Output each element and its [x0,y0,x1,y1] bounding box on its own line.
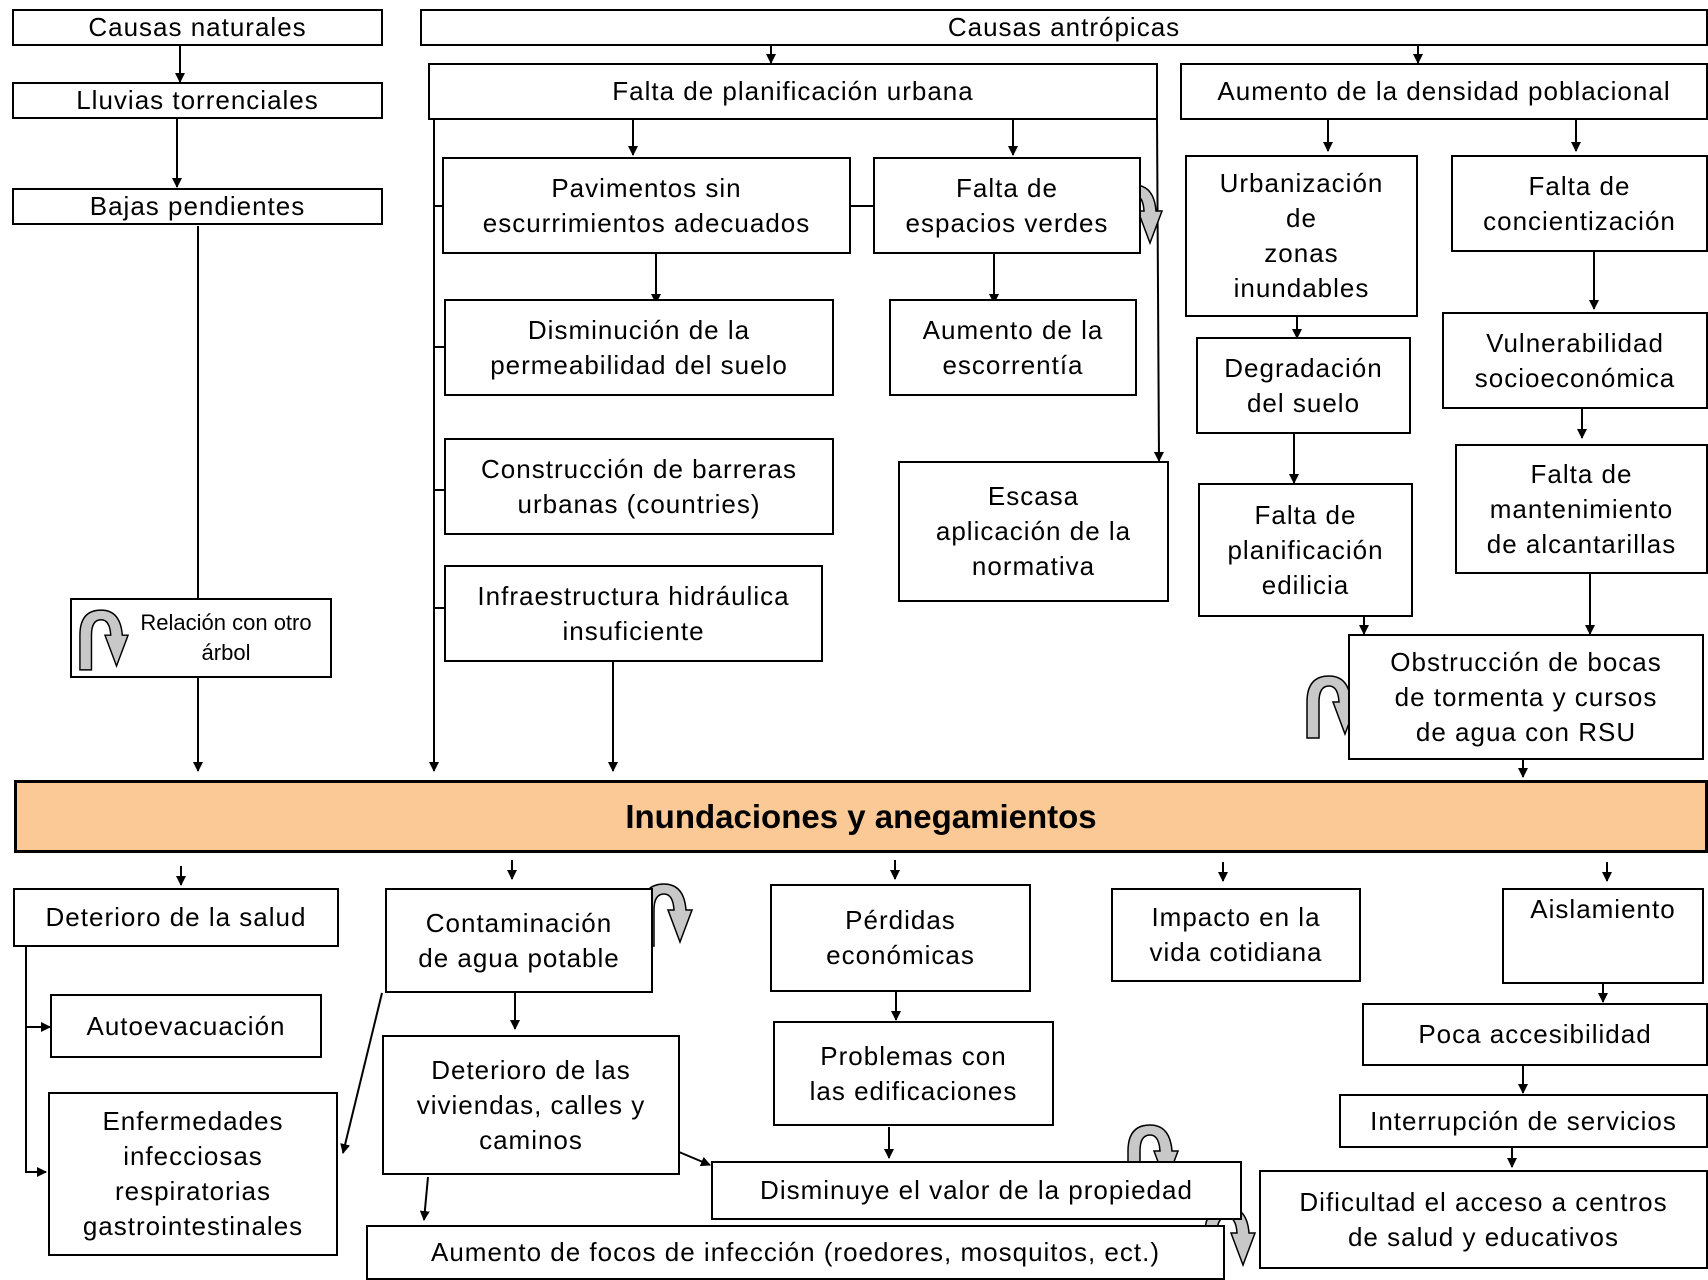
node-causas-naturales: Causas naturales [12,9,383,46]
node-impacto-vida: Impacto en la vida cotidiana [1111,888,1361,982]
node-deterioro-salud: Deterioro de la salud [13,888,339,947]
node-dificultad-acceso: Dificultad el acceso a centros de salud … [1259,1170,1708,1269]
node-degradacion-suelo: Degradación del suelo [1196,337,1411,434]
node-bajas-pendientes: Bajas pendientes [12,188,383,225]
curved-arrow-icon [641,883,694,947]
node-lluvias-torrenciales: Lluvias torrenciales [12,82,383,119]
node-falta-espacios-verdes: Falta de espacios verdes [873,157,1141,254]
node-poca-accesibilidad: Poca accesibilidad [1362,1003,1708,1066]
node-escasa-aplicacion: Escasa aplicación de la normativa [898,461,1169,602]
node-interrupcion-servicios: Interrupción de servicios [1339,1094,1708,1148]
node-perdidas-economicas: Pérdidas económicas [770,884,1031,992]
node-autoevacuacion: Autoevacuación [50,994,322,1058]
node-disminucion-permeabilidad: Disminución de la permeabilidad del suel… [444,299,834,396]
node-aumento-densidad: Aumento de la densidad poblacional [1180,63,1708,120]
node-aislamiento: Aislamiento [1502,888,1704,984]
curved-arrow-icon [79,609,130,671]
node-urbanizacion-zonas: Urbanización de zonas inundables [1185,155,1418,317]
node-relacion-otro-arbol: Relación con otro árbol [70,598,332,678]
node-obstruccion: Obstrucción de bocas de tormenta y curso… [1348,634,1704,760]
node-problemas-edificaciones: Problemas con las edificaciones [773,1021,1054,1126]
node-falta-concientizacion: Falta de concientización [1451,155,1708,252]
node-infraestructura: Infraestructura hidráulica insuficiente [444,565,823,662]
node-vulnerabilidad: Vulnerabilidad socioeconómica [1442,312,1708,409]
node-inundaciones: Inundaciones y anegamientos [14,780,1708,853]
node-falta-planificacion-edilicia: Falta de planificación edilicia [1198,483,1413,617]
node-deterioro-viviendas: Deterioro de las viviendas, calles y cam… [382,1035,680,1175]
node-causas-antropicas: Causas antrópicas [420,9,1708,46]
node-disminuye-valor: Disminuye el valor de la propiedad [711,1161,1242,1220]
curved-arrow-icon [1306,675,1359,739]
node-falta-planificacion-urbana: Falta de planificación urbana [428,63,1158,120]
node-construccion-barreras: Construcción de barreras urbanas (countr… [444,438,834,535]
node-pavimentos: Pavimentos sin escurrimientos adecuados [442,157,851,254]
node-enfermedades: Enfermedades infecciosas respiratorias g… [48,1092,338,1256]
node-aumento-focos: Aumento de focos de infección (roedores,… [366,1225,1225,1280]
node-falta-mantenimiento: Falta de mantenimiento de alcantarillas [1455,444,1708,574]
node-aumento-escorrentia: Aumento de la escorrentía [889,299,1137,396]
node-contaminacion-agua: Contaminación de agua potable [385,888,653,993]
